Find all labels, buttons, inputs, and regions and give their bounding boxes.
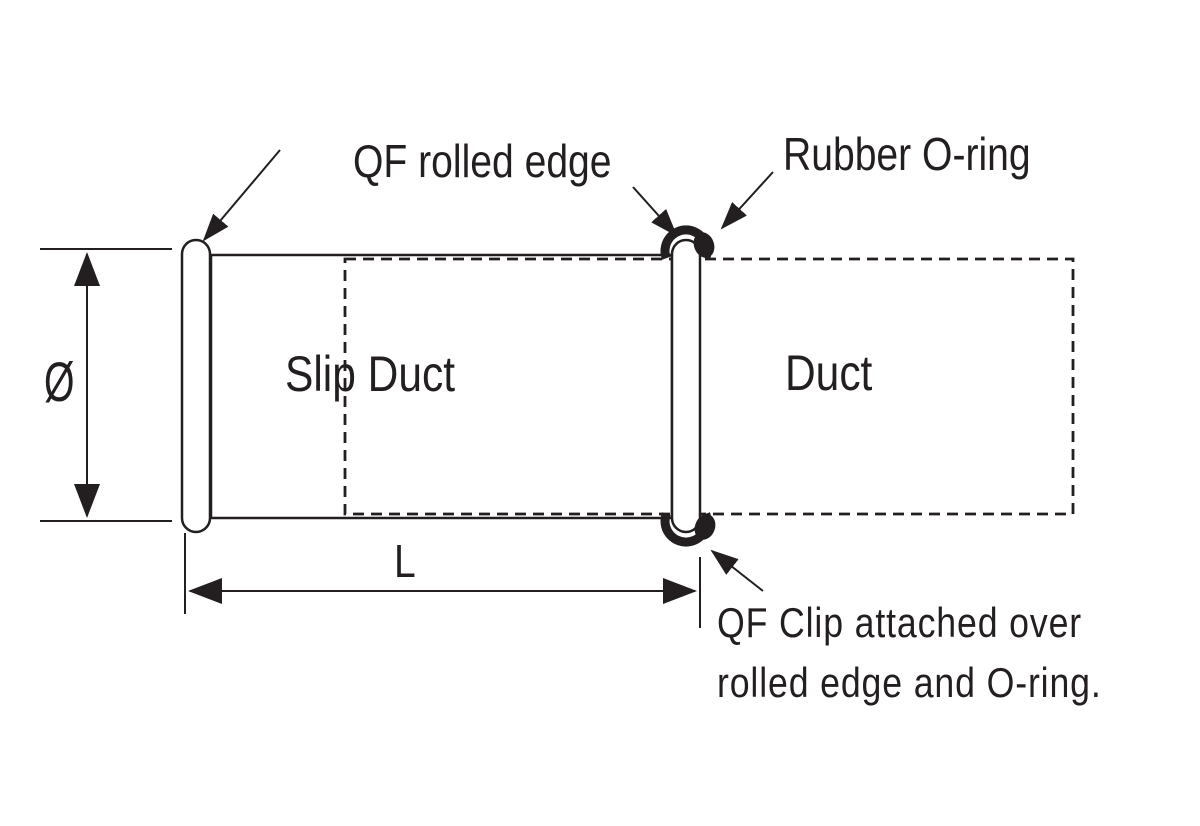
length-symbol-label: L bbox=[394, 536, 416, 588]
leader-rubber-o-ring bbox=[720, 171, 774, 230]
slip-duct-label: Slip Duct bbox=[285, 346, 455, 402]
duct-label: Duct bbox=[785, 345, 872, 401]
qf-clip-note-line1: QF Clip attached over bbox=[717, 600, 1082, 646]
diameter-symbol-label: Ø bbox=[44, 351, 74, 414]
leader-qf-clip bbox=[710, 549, 764, 592]
rubber-o-ring-label: Rubber O-ring bbox=[783, 129, 1031, 181]
diameter-dimension: Ø bbox=[40, 248, 172, 522]
top-o-ring bbox=[693, 232, 715, 258]
leader-left-rolled-edge bbox=[202, 149, 281, 242]
length-dimension: L bbox=[184, 533, 701, 628]
qf-clip-note-line2: rolled edge and O-ring. bbox=[717, 660, 1102, 706]
qf-rolled-edge-label: QF rolled edge bbox=[353, 136, 612, 188]
bottom-o-ring bbox=[694, 514, 716, 540]
right-rolled-edge bbox=[670, 238, 702, 534]
left-rolled-edge bbox=[180, 238, 212, 534]
leader-right-rolled-edge bbox=[632, 186, 678, 237]
